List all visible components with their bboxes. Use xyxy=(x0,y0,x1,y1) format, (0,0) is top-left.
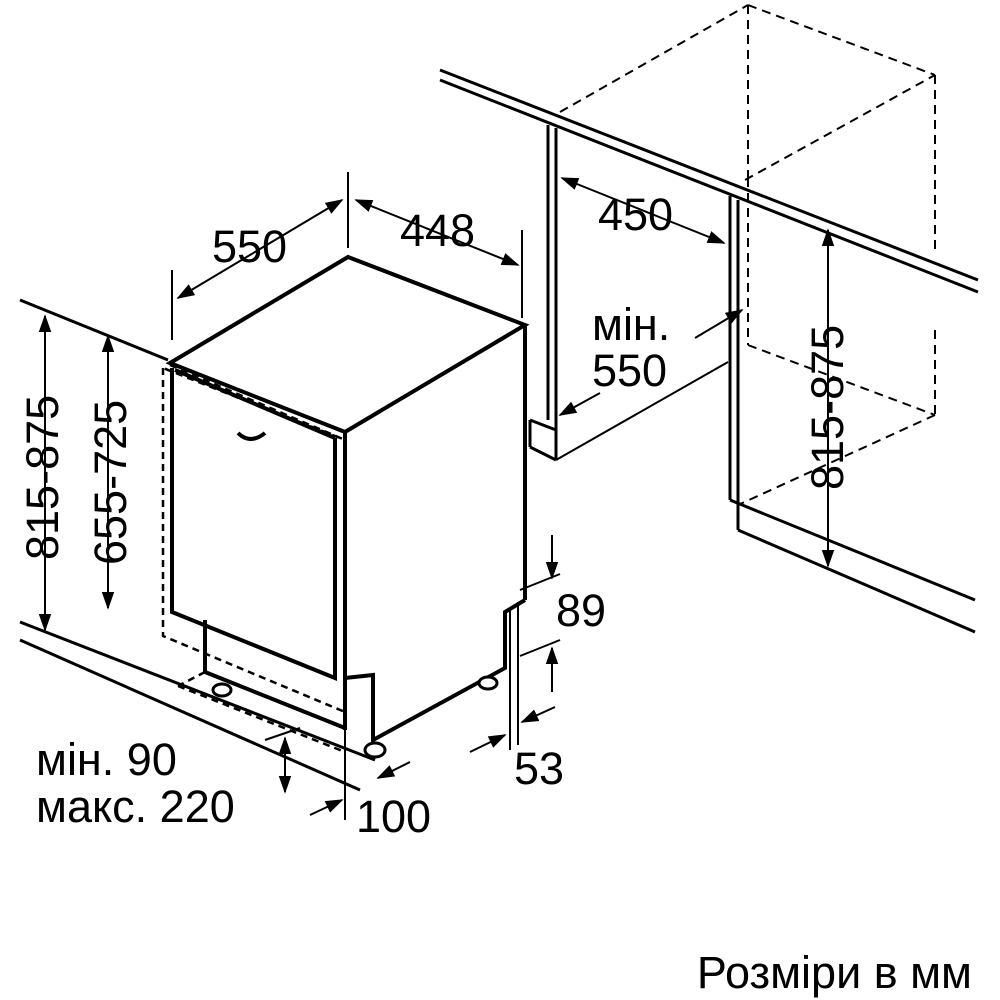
plinth-min-label: мін. 90 xyxy=(36,734,177,785)
total-height-label: 815-875 xyxy=(17,395,68,560)
floor-lines xyxy=(19,298,376,792)
kitchen-cabinet-niche xyxy=(439,4,979,634)
niche-height-label: 815-875 xyxy=(802,325,853,490)
niche-width-label: 450 xyxy=(598,189,673,240)
depth-label: 550 xyxy=(212,221,287,272)
niche-depth-prefix: мін. xyxy=(592,299,670,350)
foot-front-right xyxy=(363,741,387,759)
door-height-label: 655-725 xyxy=(85,400,136,565)
plinth-max-label: макс. 220 xyxy=(36,781,235,832)
dishwasher-body xyxy=(161,254,530,759)
toe-kick-height-label: 89 xyxy=(556,585,606,636)
foot-setback-label: 100 xyxy=(356,791,431,842)
niche-depth-value: 550 xyxy=(592,345,667,396)
foot-back-right xyxy=(477,675,499,691)
dimension-lines xyxy=(38,172,835,820)
units-note: Розміри в мм xyxy=(697,947,972,998)
foot-front-left xyxy=(211,682,233,698)
door-handle-icon xyxy=(236,431,267,441)
width-label: 448 xyxy=(400,205,475,256)
plinth-setback-label: 53 xyxy=(514,743,564,794)
